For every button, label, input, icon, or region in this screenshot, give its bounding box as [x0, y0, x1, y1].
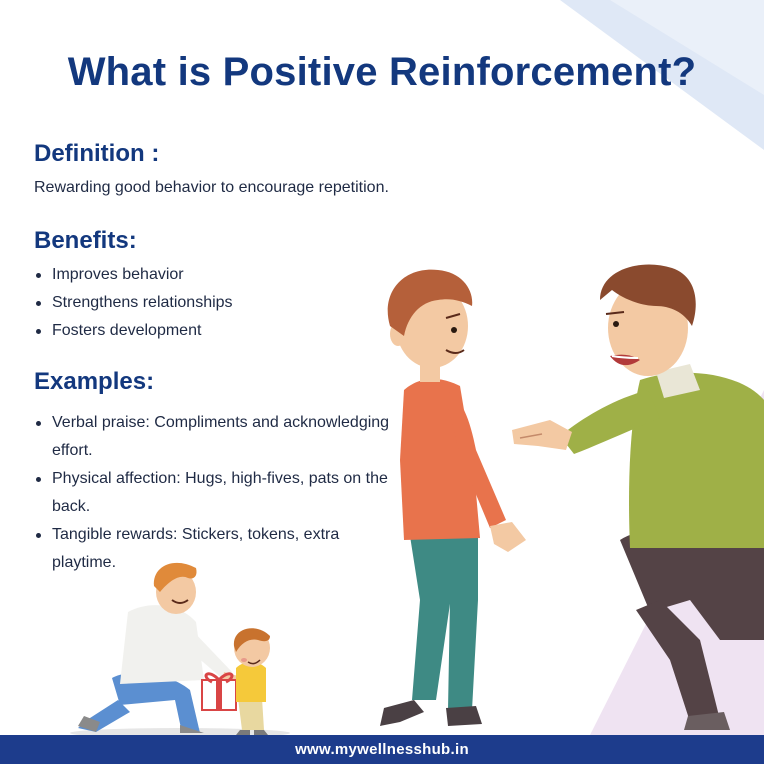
list-item: Fosters development	[34, 322, 233, 350]
examples-list: Verbal praise: Compliments and acknowled…	[34, 409, 394, 577]
father-and-child-illustration	[70, 562, 290, 738]
list-item: Tangible rewards: Stickers, tokens, extr…	[34, 521, 394, 577]
list-item: Improves behavior	[34, 266, 233, 294]
list-item: Strengthens relationships	[34, 294, 233, 322]
definition-text: Rewarding good behavior to encourage rep…	[34, 179, 389, 196]
examples-heading: Examples:	[34, 368, 155, 395]
list-item: Verbal praise: Compliments and acknowled…	[34, 409, 394, 465]
boy-illustration	[380, 269, 526, 726]
man-illustration	[512, 264, 764, 730]
website-url[interactable]: www.mywellnesshub.in	[295, 741, 469, 758]
footer-bar: www.mywellnesshub.in	[0, 735, 764, 764]
page-title: What is Positive Reinforcement?	[67, 50, 697, 94]
benefits-list: Improves behavior Strengthens relationsh…	[34, 266, 233, 350]
definition-heading: Definition :	[34, 140, 160, 167]
benefits-heading: Benefits:	[34, 227, 137, 254]
list-item: Physical affection: Hugs, high-fives, pa…	[34, 465, 394, 521]
